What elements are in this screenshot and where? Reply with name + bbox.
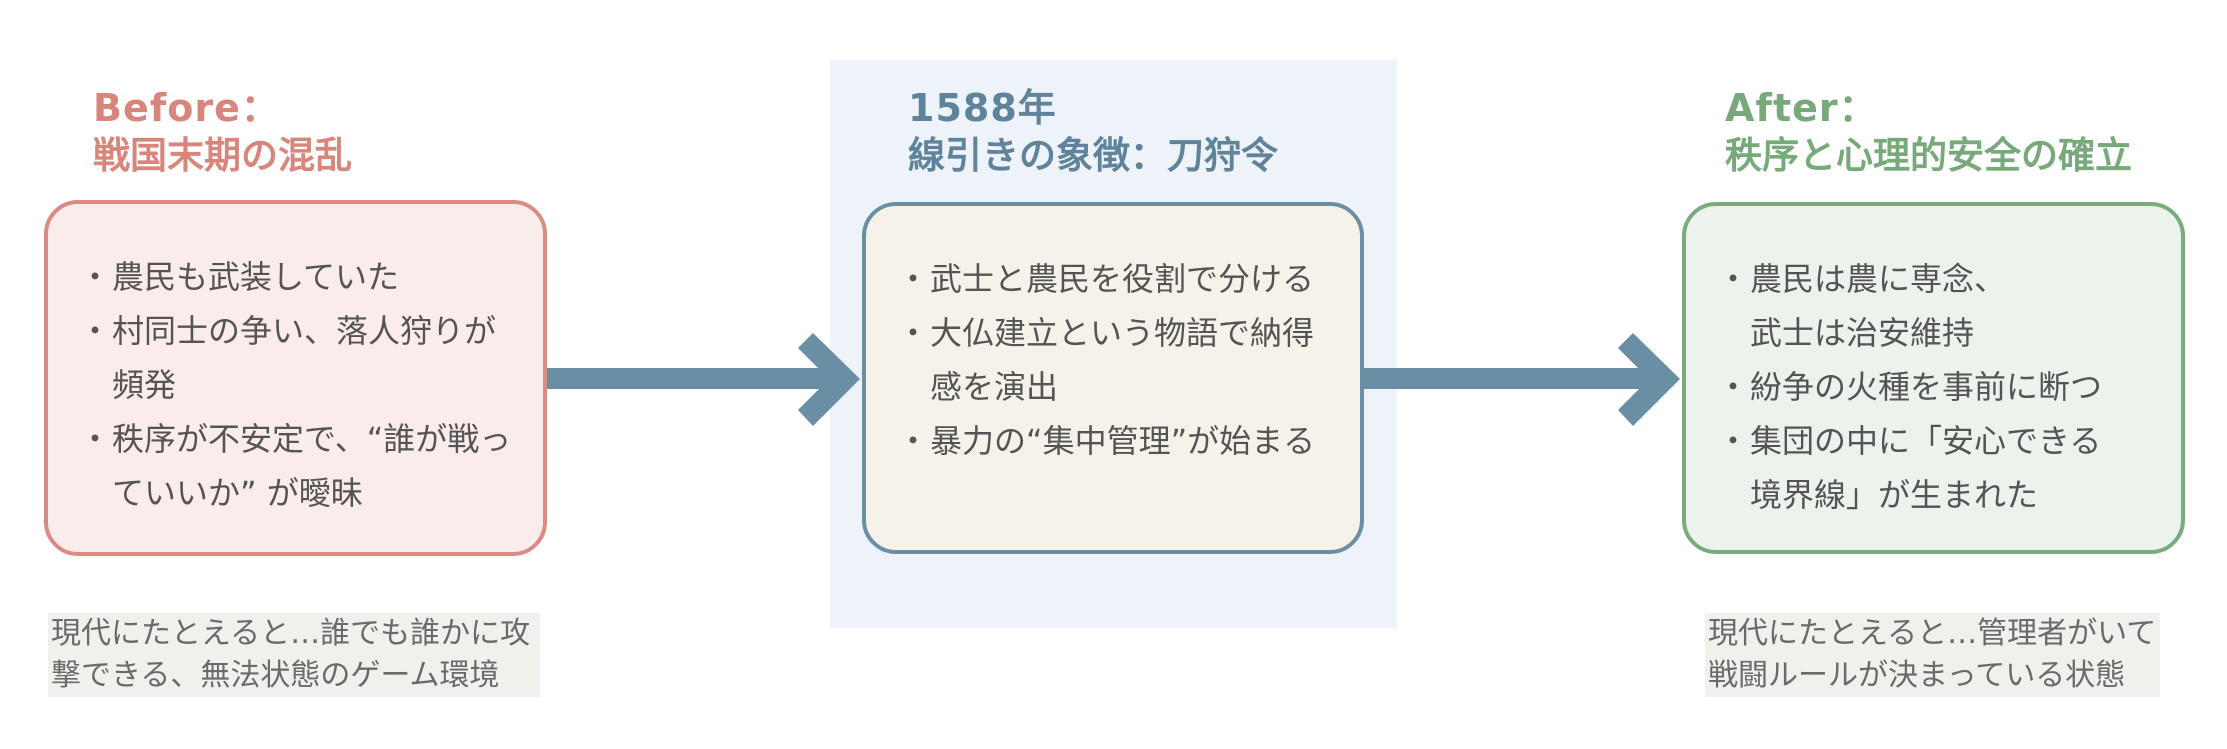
bullet-icon: ・ — [1716, 422, 1749, 460]
after-title: After： 秩序と心理的安全の確立 — [1725, 84, 2132, 180]
bullet-icon: ・ — [896, 422, 929, 460]
before-list: ・ 農民も武装していた ・ 村同士の争い、落人狩りが 頻発 ・ 秩序が不安定で、… — [78, 250, 543, 520]
list-item-text: 頻発 — [112, 366, 177, 404]
after-box: ・ 農民は農に専念、 武士は治安維持 ・ 紛争の火種を事前に断つ ・ 集団の中に… — [1682, 202, 2185, 554]
caption-text: 撃できる、無法状態のゲーム環境 — [51, 658, 500, 693]
list-item: ・ 紛争の火種を事前に断つ — [1716, 360, 2181, 414]
right-arrow-icon — [1364, 333, 1680, 426]
after-caption: 現代にたとえると…管理者がいて 戦闘ルールが決まっている状態 — [1705, 613, 2160, 697]
list-item-text: 集団の中に「安心できる — [1750, 422, 2102, 460]
list-item-text: 秩序が不安定で、“誰が戦っ — [112, 420, 512, 458]
list-item: ・ 農民は農に専念、 武士は治安維持 — [1716, 252, 2181, 360]
list-item: ・ 村同士の争い、落人狩りが 頻発 — [78, 304, 543, 412]
list-item-text: 村同士の争い、落人狩りが — [112, 312, 497, 350]
bullet-icon: ・ — [78, 312, 111, 350]
list-item: ・ 秩序が不安定で、“誰が戦っ ていいか” が曖昧 — [78, 412, 543, 520]
before-caption: 現代にたとえると…誰でも誰かに攻 撃できる、無法状態のゲーム環境 — [48, 613, 540, 697]
turning-point-box: ・ 武士と農民を役割で分ける ・ 大仏建立という物語で納得 感を演出 ・ 暴力の… — [862, 202, 1364, 554]
list-item-text: 武士は治安維持 — [1750, 314, 1975, 352]
list-item: ・ 集団の中に「安心できる 境界線」が生まれた — [1716, 414, 2181, 522]
list-item-text: 農民も武装していた — [112, 258, 400, 296]
before-title-subtitle: 戦国末期の混乱 — [93, 134, 352, 177]
bullet-icon: ・ — [896, 314, 929, 352]
before-title-label: Before： — [93, 86, 280, 130]
caption-text: 戦闘ルールが決まっている状態 — [1708, 658, 2126, 693]
bullet-icon: ・ — [1716, 260, 1749, 298]
list-item-text: 農民は農に専念、 — [1750, 260, 2007, 298]
list-item-text: 境界線」が生まれた — [1750, 476, 2039, 514]
caption-text: 現代にたとえると…管理者がいて — [1708, 616, 2157, 651]
before-box: ・ 農民も武装していた ・ 村同士の争い、落人狩りが 頻発 ・ 秩序が不安定で、… — [44, 200, 547, 556]
list-item-text: 武士と農民を役割で分ける — [930, 260, 1315, 298]
after-title-label: After： — [1725, 86, 1878, 130]
list-item: ・ 暴力の“集中管理”が始まる — [896, 414, 1360, 468]
caption-text: 現代にたとえると…誰でも誰かに攻 — [51, 616, 531, 651]
list-item: ・ 大仏建立という物語で納得 感を演出 — [896, 306, 1360, 414]
bullet-icon: ・ — [896, 260, 929, 298]
turning-point-year: 1588年 — [908, 86, 1057, 130]
list-item-text: 紛争の火種を事前に断つ — [1750, 368, 2103, 406]
turning-point-list: ・ 武士と農民を役割で分ける ・ 大仏建立という物語で納得 感を演出 ・ 暴力の… — [896, 252, 1360, 468]
right-arrow-icon — [547, 333, 860, 426]
list-item-text: 感を演出 — [930, 368, 1059, 406]
after-title-subtitle: 秩序と心理的安全の確立 — [1725, 134, 2132, 177]
list-item-text: 大仏建立という物語で納得 — [930, 314, 1315, 352]
turning-point-subtitle: 線引きの象徴：刀狩令 — [908, 134, 1278, 177]
bullet-icon: ・ — [78, 258, 111, 296]
list-item: ・ 武士と農民を役割で分ける — [896, 252, 1360, 306]
list-item-text: 暴力の“集中管理”が始まる — [930, 422, 1316, 460]
bullet-icon: ・ — [78, 420, 111, 458]
bullet-icon: ・ — [1716, 368, 1749, 406]
turning-point-title: 1588年 線引きの象徴：刀狩令 — [908, 84, 1278, 180]
before-title: Before： 戦国末期の混乱 — [93, 84, 352, 180]
after-list: ・ 農民は農に専念、 武士は治安維持 ・ 紛争の火種を事前に断つ ・ 集団の中に… — [1716, 252, 2181, 522]
list-item-text: ていいか” が曖昧 — [112, 474, 363, 512]
list-item: ・ 農民も武装していた — [78, 250, 543, 304]
